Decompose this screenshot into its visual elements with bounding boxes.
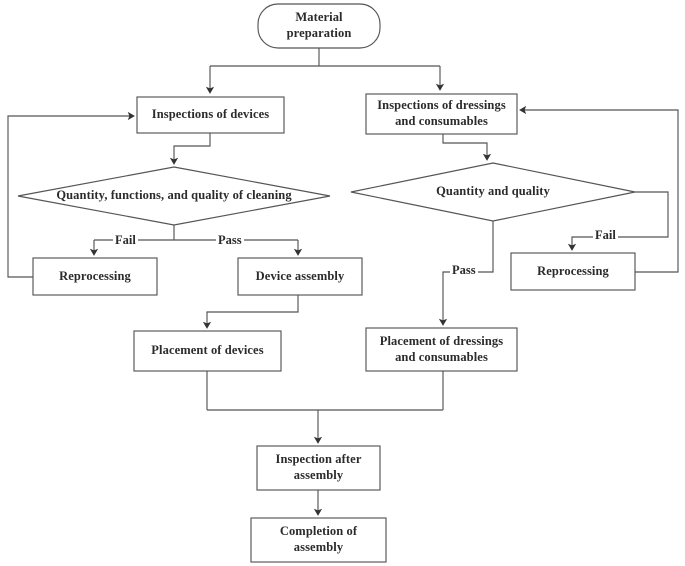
shape-reprocessing-right xyxy=(510,252,636,291)
shape-left-diamond xyxy=(17,166,331,226)
shape-completion-of-assembly xyxy=(250,517,387,563)
shape-reprocessing-left xyxy=(32,257,158,296)
shape-device-assembly xyxy=(237,257,363,296)
shape-placement-of-devices xyxy=(133,330,282,372)
edge-label-fail-right: Fail xyxy=(593,228,618,243)
shape-inspection-after-assembly xyxy=(256,445,381,491)
edge-label-fail-left: Fail xyxy=(113,233,138,248)
edge-devices-to-diamond xyxy=(169,133,211,165)
edge-right-fail-route xyxy=(567,191,669,251)
shape-inspections-of-dressings xyxy=(365,93,518,135)
shape-inspections-of-devices xyxy=(136,96,285,134)
edge-label-pass-right: Pass xyxy=(450,263,478,278)
edge-label-pass-left: Pass xyxy=(216,233,244,248)
shape-material-preparation xyxy=(257,3,381,49)
shape-placement-of-dressings xyxy=(365,327,518,372)
edge-assembly-to-placement xyxy=(202,295,299,329)
edge-dressings-to-diamond xyxy=(442,134,492,161)
edge-reprocessing-right-feedback xyxy=(519,105,679,273)
shape-right-diamond xyxy=(350,162,636,222)
edge-reprocessing-left-feedback xyxy=(7,111,135,278)
